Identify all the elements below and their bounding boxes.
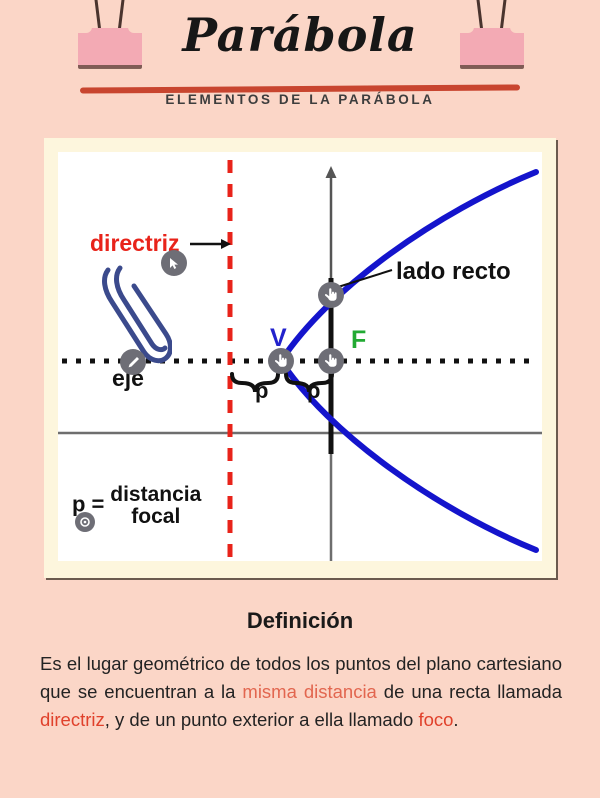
label-directriz: directriz: [90, 230, 180, 256]
definition-fragment-4: , y de un punto exterior a ella llamado: [104, 708, 419, 730]
label-p-right: p: [307, 378, 321, 403]
pen-icon: [128, 356, 139, 367]
binder-clip-right-icon: [452, 0, 532, 76]
label-p-words: distancia focal: [110, 483, 202, 529]
definition-text: Es el lugar geométrico de todos los punt…: [40, 650, 562, 733]
arrow-cursor-icon: [169, 257, 178, 269]
definition-fragment-6: .: [453, 708, 459, 730]
record-dot-icon: [80, 517, 90, 527]
definition-fragment-1: misma distancia: [242, 680, 377, 702]
label-p-definition: p = distancia focal: [72, 483, 252, 529]
p-def-cursor[interactable]: [75, 512, 95, 532]
focus-cursor[interactable]: [318, 348, 344, 374]
definition-fragment-3: directriz: [40, 708, 105, 730]
brace-p-left: [230, 372, 280, 393]
label-p-line2: focal: [131, 505, 181, 529]
label-p-left: p: [255, 378, 269, 403]
lado-recto-cursor[interactable]: [318, 282, 344, 308]
y-axis-arrowhead-icon: [325, 166, 337, 178]
directriz-cursor[interactable]: [161, 250, 187, 276]
directriz-arrowhead-icon: [221, 239, 231, 249]
definition-fragment-0: Es el lugar geométrico de todos los punt…: [40, 653, 562, 702]
label-vertex: V: [270, 324, 287, 352]
definition-heading: Definición: [246, 608, 354, 633]
header: Parábola ELEMENTOS DE LA PARÁBOLA: [0, 0, 600, 130]
hand-pointer-icon: [274, 354, 287, 367]
diagram-card: directriz eje lado recto V F p p p = dis…: [44, 138, 556, 578]
parabola-plot: directriz eje lado recto V F p p p = dis…: [58, 152, 542, 561]
hand-pointer-icon: [324, 354, 337, 367]
page-subtitle: ELEMENTOS DE LA PARÁBOLA: [165, 92, 435, 107]
eje-cursor[interactable]: [120, 349, 146, 375]
label-p-symbol: p =: [72, 491, 105, 517]
hand-pointer-icon: [324, 288, 337, 301]
paperclip-icon: [102, 265, 172, 364]
label-lado-recto: lado recto: [396, 258, 511, 285]
brace-p-right: [284, 372, 334, 393]
definition-fragment-5: foco: [418, 708, 454, 730]
definition-fragment-2: de una recta llamada: [376, 680, 562, 702]
binder-clip-left-icon: [70, 0, 150, 76]
label-p-line1: distancia: [110, 483, 202, 506]
label-focus: F: [351, 326, 367, 354]
vertex-cursor[interactable]: [268, 348, 294, 374]
page-title: Parábola: [182, 8, 418, 62]
lado-recto-leader-line: [337, 269, 393, 288]
